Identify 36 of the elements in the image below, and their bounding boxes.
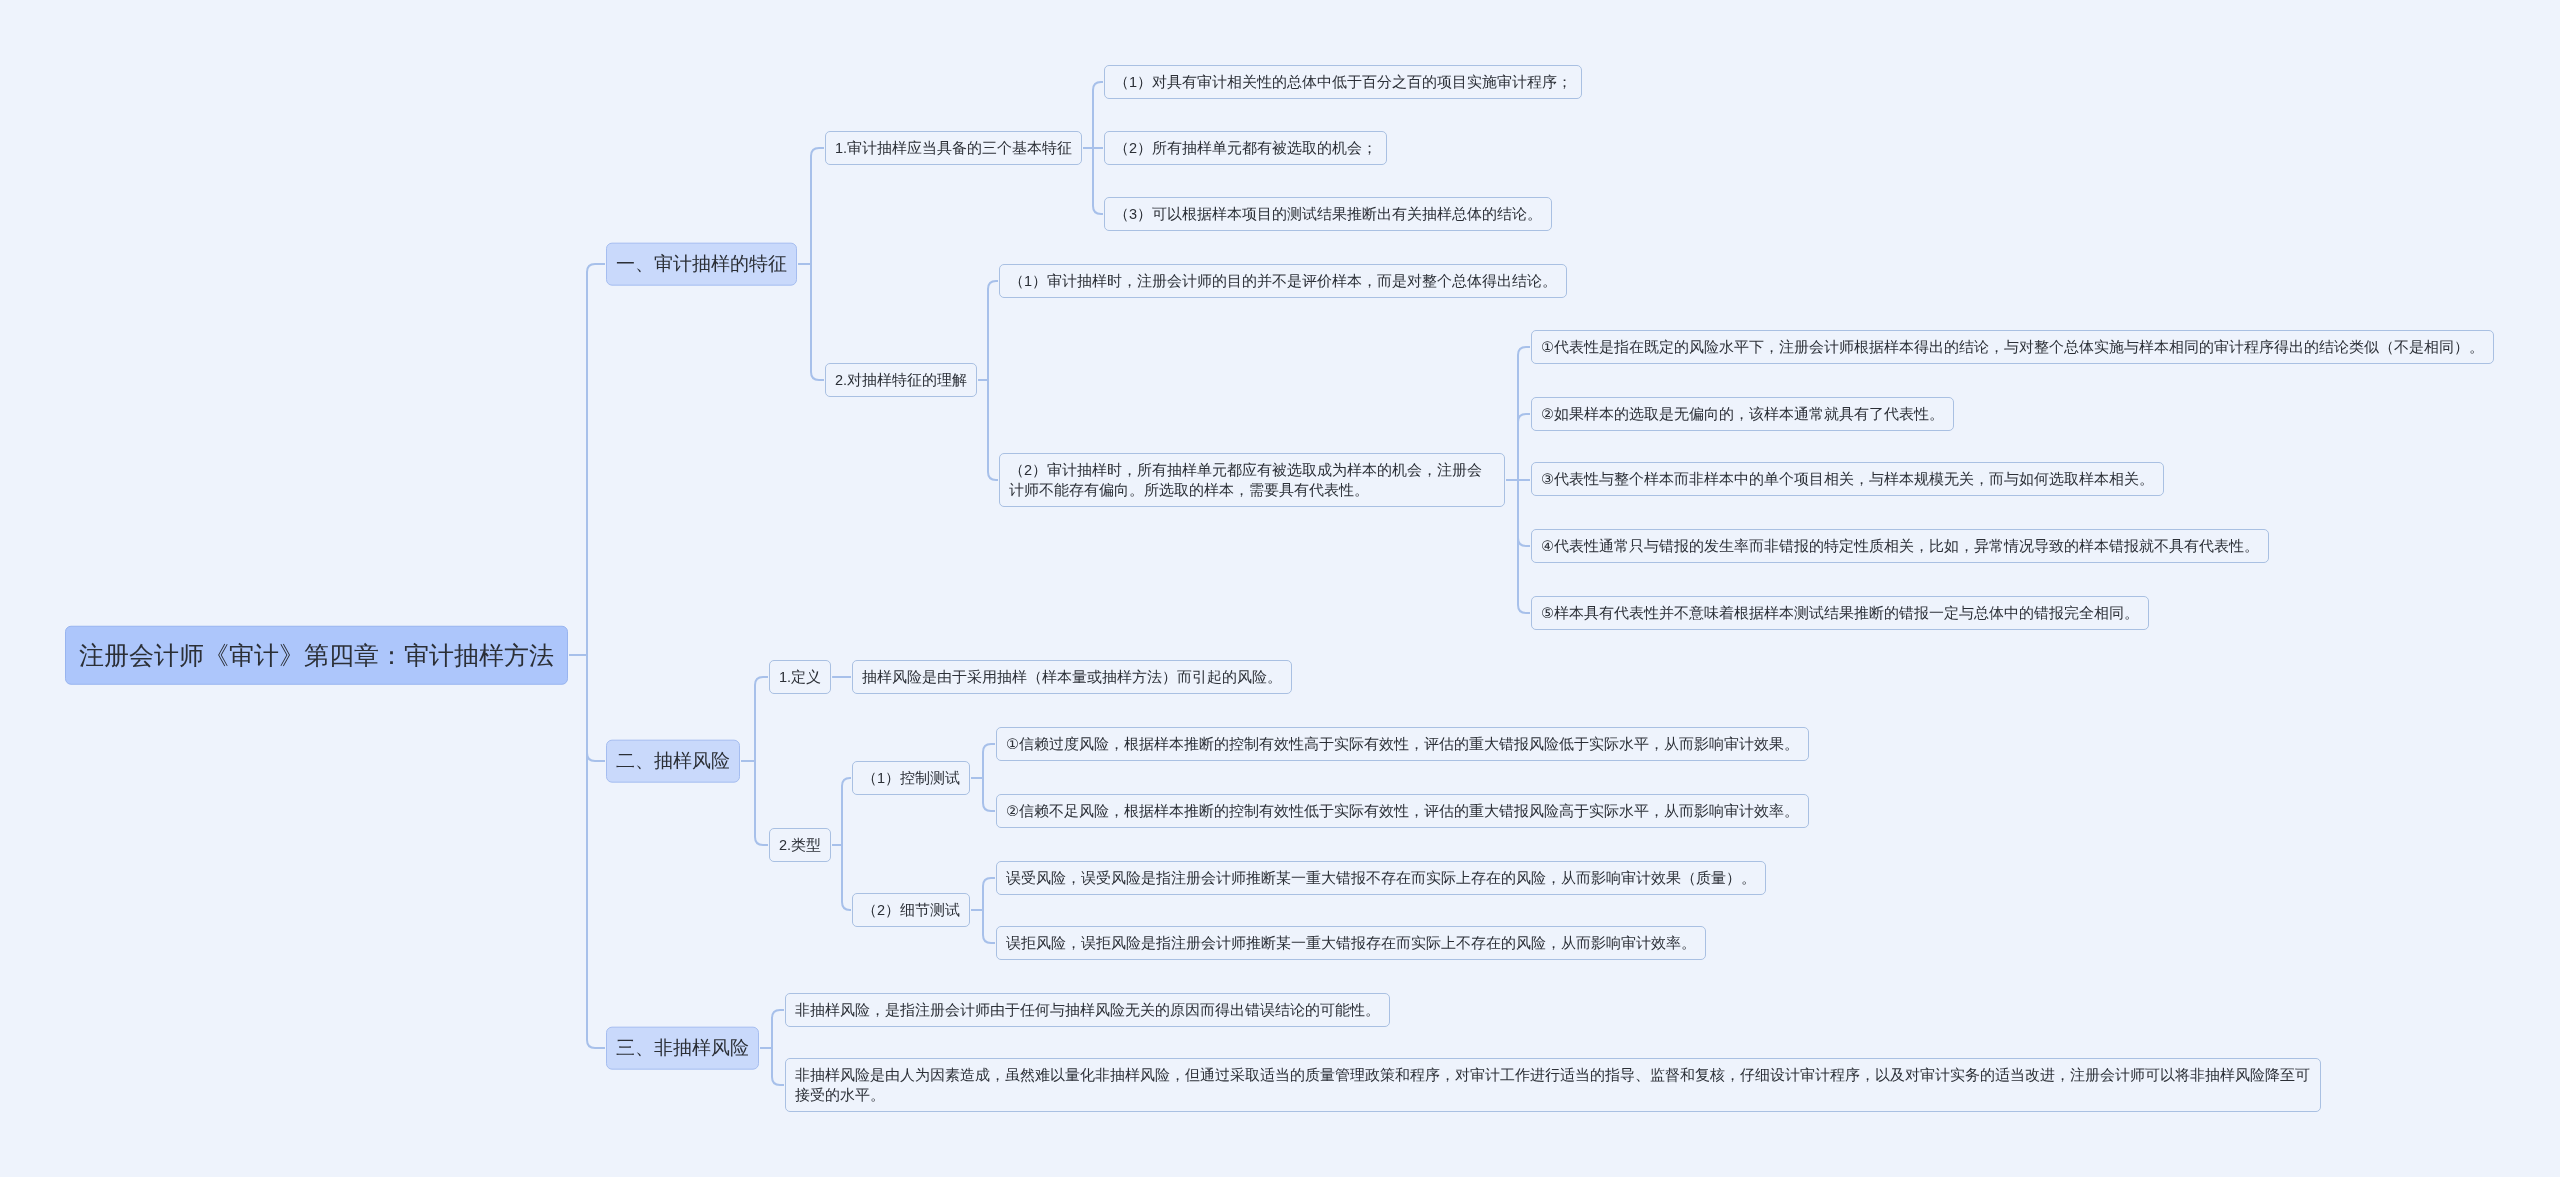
connector-line — [1082, 147, 1104, 215]
subtopic: （1）审计抽样时，注册会计师的目的并不是评价样本，而是对整个总体得出结论。 — [999, 264, 1568, 298]
subtopic: 抽样风险是由于采用抽样（样本量或抽样方法）而引起的风险。 — [852, 660, 1292, 694]
subtopic: （2）细节测试 — [852, 893, 971, 927]
subtopic: ①信赖过度风险，根据样本推断的控制有效性高于实际有效性，评估的重大错报风险低于实际水平，从而影响审计效果。 — [996, 727, 1809, 761]
main-topic: 三、非抽样风险 — [606, 1026, 759, 1070]
connector-line — [740, 760, 769, 846]
subtopic: 1.定义 — [769, 660, 832, 694]
subtopic: 2.对抽样特征的理解 — [825, 363, 978, 397]
subtopic: （1）对具有审计相关性的总体中低于百分之百的项目实施审计程序； — [1104, 65, 1583, 99]
subtopic: 1.审计抽样应当具备的三个基本特征 — [825, 131, 1083, 165]
subtopic: ①代表性是指在既定的风险水平下，注册会计师根据样本得出的结论，与对整个总体实施与样本相同的审计程序得出的结论类似（不是相同）。 — [1531, 330, 2494, 364]
connector-line — [970, 777, 996, 812]
connector-line — [831, 676, 852, 678]
subtopic: ④代表性通常只与错报的发生率而非错报的特定性质相关，比如，异常情况导致的样本错报就不具有代表性。 — [1531, 529, 2269, 563]
connector-line — [970, 909, 996, 944]
subtopic: ②如果样本的选取是无偏向的，该样本通常就具有了代表性。 — [1531, 397, 1954, 431]
subtopic: ③代表性与整个样本而非样本中的单个项目相关，与样本规模无关，而与如何选取样本相关。 — [1531, 462, 2164, 496]
subtopic: 误拒风险，误拒风险是指注册会计师推断某一重大错报存在而实际上不存在的风险，从而影响审计效率。 — [996, 926, 1706, 960]
subtopic: 误受风险，误受风险是指注册会计师推断某一重大错报不存在而实际上存在的风险，从而影响审计效果（质量）。 — [996, 861, 1766, 895]
subtopic: 2.类型 — [769, 828, 832, 862]
main-topic: 二、抽样风险 — [606, 739, 740, 783]
main-topic: 一、审计抽样的特征 — [606, 242, 797, 286]
connector-line — [831, 844, 852, 911]
subtopic: ②信赖不足风险，根据样本推断的控制有效性低于实际有效性，评估的重大错报风险高于实际水平，从而影响审计效率。 — [996, 794, 1809, 828]
subtopic: （3）可以根据样本项目的测试结果推断出有关抽样总体的结论。 — [1104, 197, 1553, 231]
subtopic: 非抽样风险，是指注册会计师由于任何与抽样风险无关的原因而得出错误结论的可能性。 — [785, 993, 1390, 1027]
connector-line — [1505, 479, 1531, 614]
connector-line — [977, 379, 999, 481]
subtopic: （2）审计抽样时，所有抽样单元都应有被选取成为样本的机会，注册会计师不能存有偏向。所选取的样本，需要具有代表性。 — [999, 453, 1505, 507]
subtopic: （1）控制测试 — [852, 761, 971, 795]
subtopic: 非抽样风险是由人为因素造成，虽然难以量化非抽样风险，但通过采取适当的质量管理政策和程序，对审计工作进行适当的指导、监督和复核，仔细设计审计程序，以及对审计实务的适当改进，注册会计师可以将非抽样风险降至可接受的水平。 — [785, 1058, 2321, 1112]
subtopic: ⑤样本具有代表性并不意味着根据样本测试结果推断的错报一定与总体中的错报完全相同。 — [1531, 596, 2149, 630]
connector-line — [759, 1047, 785, 1086]
central-topic: 注册会计师《审计》第四章：审计抽样方法 — [65, 625, 568, 685]
subtopic: （2）所有抽样单元都有被选取的机会； — [1104, 131, 1388, 165]
